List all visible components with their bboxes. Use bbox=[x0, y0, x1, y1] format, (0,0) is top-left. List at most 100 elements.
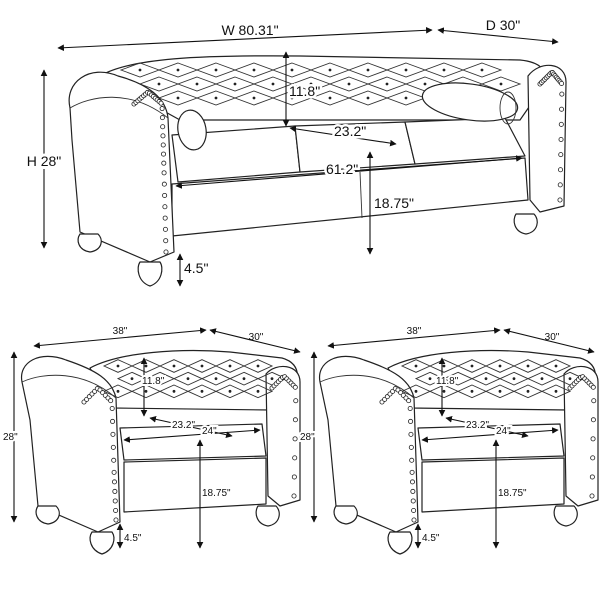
tuft-diamond bbox=[290, 76, 332, 92]
tuft-button bbox=[271, 82, 275, 86]
tuft-button bbox=[414, 364, 418, 368]
nailhead-stud bbox=[590, 436, 596, 442]
nailhead-stud bbox=[409, 457, 415, 463]
nailhead-stud bbox=[291, 474, 297, 480]
tuft-diamond bbox=[385, 90, 427, 106]
tuft-diamond bbox=[186, 359, 218, 373]
sofa-back-height-label: 11.8" bbox=[289, 83, 320, 99]
tuft-diamond bbox=[242, 359, 274, 373]
tuft-diamond bbox=[309, 62, 351, 78]
tuft-button bbox=[568, 377, 572, 381]
tuft-button bbox=[214, 377, 218, 381]
chair-right-depth-line bbox=[503, 328, 595, 354]
chair-left-seat-depth-label: 23.2" bbox=[172, 420, 195, 431]
nailhead-stud bbox=[292, 455, 298, 461]
tuft-button bbox=[470, 389, 474, 393]
chair-right-leg-height-label: 4.5" bbox=[422, 533, 440, 544]
chair-right-depth-label: 30" bbox=[545, 332, 560, 343]
nailhead-stud bbox=[163, 238, 169, 244]
tuft-button bbox=[158, 377, 162, 381]
sofa-seat-cushion-right bbox=[404, 117, 526, 165]
tuft-diamond bbox=[347, 90, 389, 106]
nailhead-stud bbox=[410, 488, 416, 494]
nailhead-stud bbox=[110, 431, 116, 437]
nailhead-stud bbox=[161, 181, 167, 187]
tuft-diamond bbox=[214, 359, 246, 373]
nailhead-stud bbox=[408, 431, 414, 437]
nailhead-stud bbox=[108, 398, 114, 404]
tuft-diamond bbox=[214, 384, 246, 399]
nailhead-stud bbox=[406, 398, 412, 404]
sofa-seat-height-label: 18.75" bbox=[374, 195, 414, 211]
nailhead-stud bbox=[162, 192, 168, 198]
nailhead-stud bbox=[558, 136, 564, 142]
tuft-diamond bbox=[176, 76, 218, 92]
tuft-button bbox=[228, 389, 232, 393]
tuft-button bbox=[242, 377, 246, 381]
chair-left-depth-line bbox=[209, 328, 301, 354]
tuft-diamond bbox=[484, 359, 516, 373]
nailhead-stud bbox=[162, 204, 168, 210]
tuft-button bbox=[385, 82, 389, 86]
nailhead-stud bbox=[409, 469, 415, 475]
tuft-button bbox=[195, 82, 199, 86]
nailhead-stud bbox=[160, 124, 166, 130]
nailhead-stud bbox=[161, 170, 167, 176]
nailhead-stud bbox=[590, 384, 596, 390]
tuft-button bbox=[200, 389, 204, 393]
nailhead-stud bbox=[559, 106, 565, 112]
tuft-button bbox=[130, 377, 134, 381]
sofa-right-arm bbox=[527, 64, 567, 213]
tuft-button bbox=[498, 364, 502, 368]
chair-right-drawing bbox=[318, 349, 599, 555]
nailhead-stud bbox=[113, 517, 119, 523]
nailhead-stud bbox=[162, 215, 168, 221]
chair-left-seat-width-label: 24" bbox=[202, 426, 217, 437]
tuft-button bbox=[470, 364, 474, 368]
chair-left-width-label: 38" bbox=[113, 326, 128, 337]
tuft-button bbox=[554, 364, 558, 368]
tuft-diamond bbox=[484, 384, 516, 399]
nailhead-stud bbox=[411, 517, 417, 523]
tuft-diamond bbox=[233, 62, 275, 78]
nailhead-stud bbox=[589, 493, 595, 499]
tuft-diamond bbox=[347, 62, 389, 78]
sofa-bolster-right bbox=[421, 82, 519, 122]
tuft-button bbox=[328, 68, 332, 72]
sofa-depth-line bbox=[437, 27, 559, 45]
tuft-diamond bbox=[328, 76, 370, 92]
tuft-diamond bbox=[385, 62, 427, 78]
tuft-diamond bbox=[456, 384, 488, 399]
tuft-button bbox=[252, 96, 256, 100]
nailhead-stud bbox=[293, 398, 299, 404]
nailhead-stud bbox=[559, 91, 565, 97]
nailhead-stud bbox=[160, 142, 166, 148]
tuft-diamond bbox=[138, 76, 180, 92]
chair-right-seat-depth-label: 23.2" bbox=[466, 420, 489, 431]
nailhead-stud bbox=[109, 405, 115, 411]
tuft-diamond bbox=[512, 359, 544, 373]
nailhead-stud bbox=[112, 488, 118, 494]
tuft-button bbox=[270, 377, 274, 381]
chair-left-width-line bbox=[33, 327, 207, 349]
nailhead-stud bbox=[291, 493, 297, 499]
tuft-button bbox=[366, 96, 370, 100]
tuft-button bbox=[256, 364, 260, 368]
tuft-diamond bbox=[157, 90, 199, 106]
nailhead-stud bbox=[113, 507, 119, 513]
sofa-height-label: H 28" bbox=[27, 153, 62, 169]
tuft-diamond bbox=[144, 371, 176, 386]
nailhead-stud bbox=[408, 444, 414, 450]
nailhead-stud bbox=[559, 80, 565, 86]
tuft-diamond bbox=[233, 90, 275, 106]
nailhead-stud bbox=[161, 160, 167, 166]
tuft-button bbox=[290, 96, 294, 100]
nailhead-stud bbox=[161, 151, 167, 157]
nailhead-stud bbox=[410, 498, 416, 504]
chair-right-dimensions: 38" 30" 28" 11.8" 23.2" 24" 18.75" 4.5" bbox=[298, 326, 595, 549]
nailhead-stud bbox=[292, 417, 298, 423]
tuft-diamond bbox=[271, 62, 313, 78]
nailhead-stud bbox=[590, 417, 596, 423]
tuft-button bbox=[116, 389, 120, 393]
nailhead-stud bbox=[111, 469, 117, 475]
